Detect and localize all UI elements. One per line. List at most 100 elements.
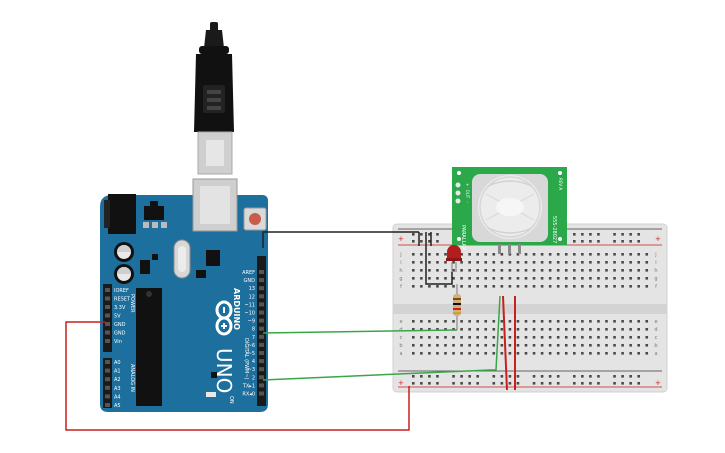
breadboard-hole[interactable] [629, 328, 632, 331]
breadboard-hole[interactable] [597, 269, 600, 272]
breadboard-hole[interactable] [460, 269, 463, 272]
breadboard-hole[interactable] [412, 269, 415, 272]
breadboard-hole[interactable] [412, 344, 415, 347]
breadboard-hole[interactable] [540, 352, 544, 355]
breadboard-hole[interactable] [420, 253, 423, 256]
breadboard-hole[interactable] [460, 253, 463, 256]
breadboard-hole[interactable] [524, 328, 528, 331]
breadboard-hole[interactable] [508, 320, 512, 323]
breadboard-hole[interactable] [556, 328, 560, 331]
breadboard-hole[interactable] [436, 285, 439, 288]
breadboard-hole[interactable] [597, 277, 600, 280]
breadboard-hole[interactable] [556, 336, 560, 339]
breadboard-hole[interactable] [573, 336, 576, 339]
breadboard-hole[interactable] [428, 261, 431, 264]
breadboard-hole[interactable] [605, 285, 608, 288]
breadboard-hole[interactable] [637, 382, 640, 385]
breadboard-hole[interactable] [508, 277, 512, 280]
breadboard-hole[interactable] [468, 352, 471, 355]
breadboard-hole[interactable] [548, 344, 552, 347]
breadboard-hole[interactable] [500, 382, 504, 385]
breadboard-hole[interactable] [581, 352, 584, 355]
digital-pin-socket[interactable] [259, 286, 264, 291]
breadboard-hole[interactable] [597, 261, 600, 264]
breadboard-hole[interactable] [484, 277, 488, 280]
breadboard-hole[interactable] [597, 285, 600, 288]
breadboard-hole[interactable] [581, 233, 584, 236]
breadboard-hole[interactable] [468, 285, 471, 288]
power-pin-socket[interactable] [105, 288, 110, 292]
breadboard-hole[interactable] [621, 240, 624, 243]
breadboard-hole[interactable] [508, 375, 512, 378]
breadboard-hole[interactable] [629, 375, 632, 378]
breadboard-hole[interactable] [540, 269, 544, 272]
breadboard-hole[interactable] [508, 328, 512, 331]
breadboard-hole[interactable] [484, 352, 488, 355]
breadboard-hole[interactable] [468, 382, 471, 385]
breadboard-hole[interactable] [645, 277, 649, 280]
breadboard-hole[interactable] [508, 285, 512, 288]
breadboard-hole[interactable] [573, 375, 576, 378]
breadboard-hole[interactable] [436, 240, 439, 243]
breadboard-hole[interactable] [508, 261, 512, 264]
breadboard-hole[interactable] [621, 336, 624, 339]
breadboard-hole[interactable] [540, 277, 544, 280]
breadboard-hole[interactable] [581, 269, 584, 272]
breadboard-hole[interactable] [516, 328, 520, 331]
breadboard-hole[interactable] [444, 344, 447, 347]
breadboard-hole[interactable] [605, 253, 608, 256]
breadboard-hole[interactable] [548, 285, 552, 288]
breadboard-hole[interactable] [613, 261, 616, 264]
breadboard-hole[interactable] [428, 336, 431, 339]
breadboard-hole[interactable] [436, 328, 439, 331]
breadboard-hole[interactable] [476, 261, 479, 264]
breadboard-hole[interactable] [468, 328, 471, 331]
breadboard-hole[interactable] [581, 277, 584, 280]
breadboard-hole[interactable] [621, 285, 624, 288]
breadboard-hole[interactable] [581, 285, 584, 288]
breadboard-hole[interactable] [460, 328, 463, 331]
digital-pin-socket[interactable] [259, 294, 264, 299]
breadboard-hole[interactable] [524, 352, 528, 355]
breadboard-hole[interactable] [597, 233, 600, 236]
breadboard-hole[interactable] [412, 277, 415, 280]
breadboard-hole[interactable] [516, 261, 520, 264]
breadboard-hole[interactable] [637, 352, 640, 355]
breadboard-hole[interactable] [500, 352, 504, 355]
breadboard-hole[interactable] [516, 320, 520, 323]
breadboard-hole[interactable] [548, 328, 552, 331]
breadboard-hole[interactable] [484, 285, 488, 288]
breadboard-hole[interactable] [613, 233, 616, 236]
breadboard-hole[interactable] [412, 233, 415, 236]
breadboard-hole[interactable] [412, 375, 415, 378]
breadboard-hole[interactable] [420, 328, 423, 331]
digital-pin-socket[interactable] [259, 383, 264, 388]
digital-pin-socket[interactable] [259, 302, 264, 307]
breadboard-hole[interactable] [476, 320, 479, 323]
analog-pin-socket[interactable] [105, 394, 110, 399]
breadboard-hole[interactable] [564, 253, 568, 256]
breadboard-hole[interactable] [629, 253, 632, 256]
analog-pin-socket[interactable] [105, 377, 110, 382]
breadboard-hole[interactable] [460, 277, 463, 280]
breadboard-hole[interactable] [573, 344, 576, 347]
breadboard-hole[interactable] [556, 277, 560, 280]
breadboard-hole[interactable] [460, 336, 463, 339]
breadboard-hole[interactable] [420, 336, 423, 339]
breadboard-hole[interactable] [573, 382, 576, 385]
breadboard-hole[interactable] [613, 344, 616, 347]
breadboard-hole[interactable] [436, 344, 439, 347]
breadboard-hole[interactable] [629, 382, 632, 385]
breadboard-hole[interactable] [540, 328, 544, 331]
breadboard-hole[interactable] [597, 240, 600, 243]
breadboard-hole[interactable] [589, 336, 592, 339]
breadboard-hole[interactable] [621, 253, 624, 256]
breadboard-hole[interactable] [645, 328, 649, 331]
breadboard-hole[interactable] [452, 320, 455, 323]
breadboard-hole[interactable] [436, 233, 439, 236]
breadboard-hole[interactable] [645, 285, 649, 288]
breadboard-hole[interactable] [492, 336, 496, 339]
breadboard-hole[interactable] [605, 352, 608, 355]
breadboard-hole[interactable] [564, 261, 568, 264]
breadboard-hole[interactable] [460, 285, 463, 288]
